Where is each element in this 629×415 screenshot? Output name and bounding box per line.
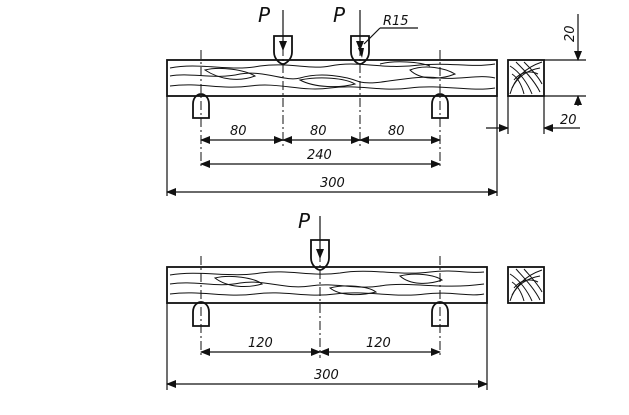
support-right bbox=[431, 93, 449, 119]
section-height-label: 20 bbox=[563, 25, 578, 42]
cross-section-2 bbox=[507, 266, 545, 304]
load-label-center: P bbox=[298, 209, 311, 233]
wood-grain-2 bbox=[169, 270, 485, 296]
load-label-left: P bbox=[258, 3, 271, 27]
dimension-label-120-a: 120 bbox=[248, 336, 273, 351]
radius-marker bbox=[358, 48, 364, 58]
cross-section-1 bbox=[507, 59, 545, 97]
radius-leader bbox=[363, 27, 381, 45]
dimension-label-80-b: 80 bbox=[310, 124, 327, 139]
dimension-label-300-2: 300 bbox=[314, 368, 339, 383]
dimension-label-80-a: 80 bbox=[230, 124, 247, 139]
center-point-bending-setup: P 120 120 300 bbox=[166, 209, 545, 390]
support-left bbox=[192, 93, 210, 119]
beam-2 bbox=[166, 266, 488, 304]
dimension-label-120-b: 120 bbox=[366, 336, 391, 351]
dimension-label-80-c: 80 bbox=[388, 124, 405, 139]
loading-nose-left bbox=[273, 35, 293, 65]
radius-label: R15 bbox=[383, 14, 409, 29]
dimension-label-300: 300 bbox=[320, 176, 345, 191]
dimension-label-240: 240 bbox=[307, 148, 332, 163]
beam-1 bbox=[166, 59, 498, 97]
section-width-label: 20 bbox=[560, 113, 577, 128]
load-label-right: P bbox=[333, 3, 346, 27]
three-point-bending-setup: P P R15 80 80 80 240 300 bbox=[166, 3, 586, 196]
wood-grain-1 bbox=[169, 61, 496, 90]
